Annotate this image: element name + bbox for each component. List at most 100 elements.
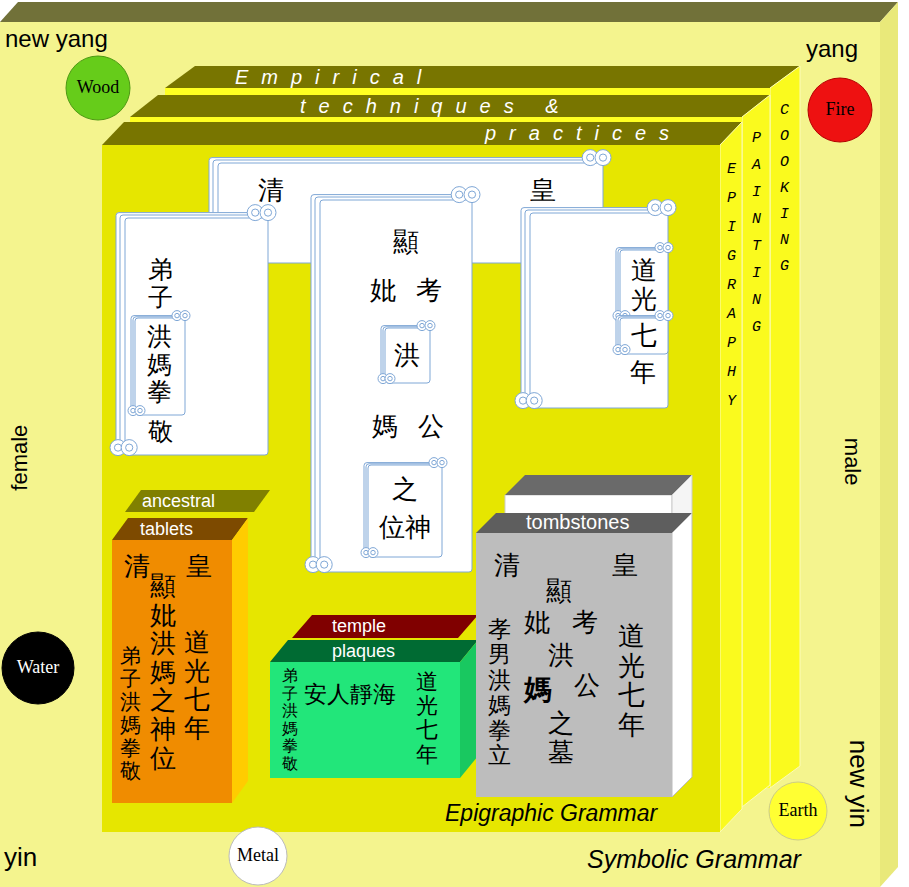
scroll-sheet [530, 213, 668, 408]
symbolic-grammar-box-text: Symbolic Grammar [587, 846, 801, 874]
painting-panel-text: PAINTING [749, 125, 764, 341]
scroll-curl [260, 205, 276, 221]
scroll-curl [388, 376, 393, 381]
scroll-curl [175, 313, 180, 318]
epigraphy-panel-text: Epigraphic Grammar [445, 801, 657, 826]
face [720, 122, 742, 832]
scroll-curl [321, 561, 328, 568]
scroll-curl [658, 245, 663, 250]
scroll-curl [437, 458, 447, 468]
scroll-sheet [620, 250, 668, 320]
earth-circle-text: Earth [779, 801, 818, 821]
face [770, 66, 800, 788]
scroll-curl [126, 444, 133, 451]
scroll-curl [440, 460, 445, 465]
scroll: 年道光七 [530, 213, 668, 408]
scroll-sheet [125, 218, 268, 455]
face [130, 95, 770, 117]
scroll: 顯妣考媽公洪之位神 [320, 200, 472, 572]
scroll-curl [385, 374, 395, 384]
face [292, 615, 478, 638]
scroll-curl [468, 191, 475, 198]
scroll-sheet [320, 200, 472, 572]
inner-scroll: 洪媽拳 [135, 318, 185, 415]
face [102, 122, 742, 145]
tombstone: tombstones清皇顯妣考洪媽公之墓孝男洪媽拳立道光七年 [476, 533, 672, 797]
scroll-curl [368, 548, 378, 558]
face [270, 640, 478, 662]
inner-scroll-text: 道光 [631, 256, 657, 313]
ancestral-tablet-text: tablets [140, 518, 193, 540]
cooking-panel-text: COOKING [777, 98, 792, 280]
scroll-curl [114, 444, 121, 451]
ancestral-tablet-text: 道光七年 [184, 628, 210, 742]
ancestral-tablet-text: 皇 [186, 552, 212, 581]
tombstone-text: 道光七年 [618, 621, 645, 740]
scroll-curl [623, 347, 628, 352]
tombstone-text: 妣 [524, 608, 550, 637]
scroll-curl [371, 550, 376, 555]
inner-scroll-text: 位神 [379, 513, 431, 542]
tombstone-text: 之墓 [548, 709, 574, 766]
scroll-curl [138, 408, 143, 413]
tombstone-text: 考 [572, 608, 598, 637]
face [672, 513, 692, 797]
scroll-curl [264, 209, 271, 216]
corner-label: female [7, 425, 32, 491]
face [232, 518, 248, 803]
element-disc [808, 78, 872, 142]
scroll-text: 皇 [530, 176, 556, 205]
scroll-sheet [620, 318, 668, 354]
element-disc [769, 782, 827, 840]
scroll-curl [531, 397, 538, 404]
inner-scroll: 洪 [385, 328, 430, 383]
face [112, 518, 248, 540]
scroll-curl [595, 150, 611, 166]
symbolic-grammar-box: Symbolic Grammar EmpiricalCOOKING techniqu… [0, 22, 880, 887]
inner-scroll: 之位神 [368, 465, 442, 557]
corner-label: male [840, 438, 865, 486]
scroll-curl [121, 440, 137, 456]
corner-label: yang [806, 35, 858, 63]
face [460, 640, 478, 778]
tombstone-text: 公 [574, 671, 600, 700]
element-disc [229, 827, 287, 885]
face [270, 662, 460, 778]
scroll-curl [456, 191, 463, 198]
scroll-curl [663, 243, 673, 253]
scroll-text: 弟子 [148, 256, 173, 311]
scroll-text: 年 [630, 358, 656, 387]
element-disc [2, 632, 74, 704]
inner-scroll: 七 [620, 318, 668, 354]
face [0, 22, 880, 887]
painting-panel-text: techniques & [300, 95, 572, 117]
fire-circle: Fire [807, 77, 873, 143]
face [112, 540, 232, 803]
corner-label: yin [4, 843, 37, 873]
scroll-curl [135, 406, 145, 416]
inner-scroll-text: 洪 [394, 341, 420, 370]
scroll-text: 考 [416, 276, 442, 305]
face [125, 490, 270, 512]
scroll-curl [519, 397, 526, 404]
scroll-curl [526, 393, 542, 409]
epigraphy-panel-text: EPIGRAPHY [724, 155, 739, 416]
scroll-sheet [368, 465, 442, 557]
tombstone-text: 媽 [524, 675, 552, 706]
tombstone-text: 孝男洪媽拳立 [488, 617, 511, 769]
scroll-curl [316, 557, 332, 573]
scroll-curl [252, 209, 259, 216]
ancestral-tablet-text: 弟子洪媽拳敬 [120, 645, 141, 784]
tombstone-text: 皇 [612, 551, 638, 580]
scroll-curl [666, 313, 671, 318]
inner-scroll: 道光 [620, 250, 668, 320]
cooking-panel-text: Empirical [235, 66, 434, 88]
face [102, 145, 720, 832]
scroll-curl [425, 321, 435, 331]
temple-plaque-text: temple [332, 615, 386, 638]
tombstone-text: tombstones [526, 512, 629, 533]
scroll-curl [428, 323, 433, 328]
scroll-sheet [135, 318, 185, 415]
tombstone-text: 清 [494, 551, 520, 580]
epigraphy-panel: practicesEPIGRAPHYEpigraphic Grammar清皇弟子… [102, 145, 720, 832]
